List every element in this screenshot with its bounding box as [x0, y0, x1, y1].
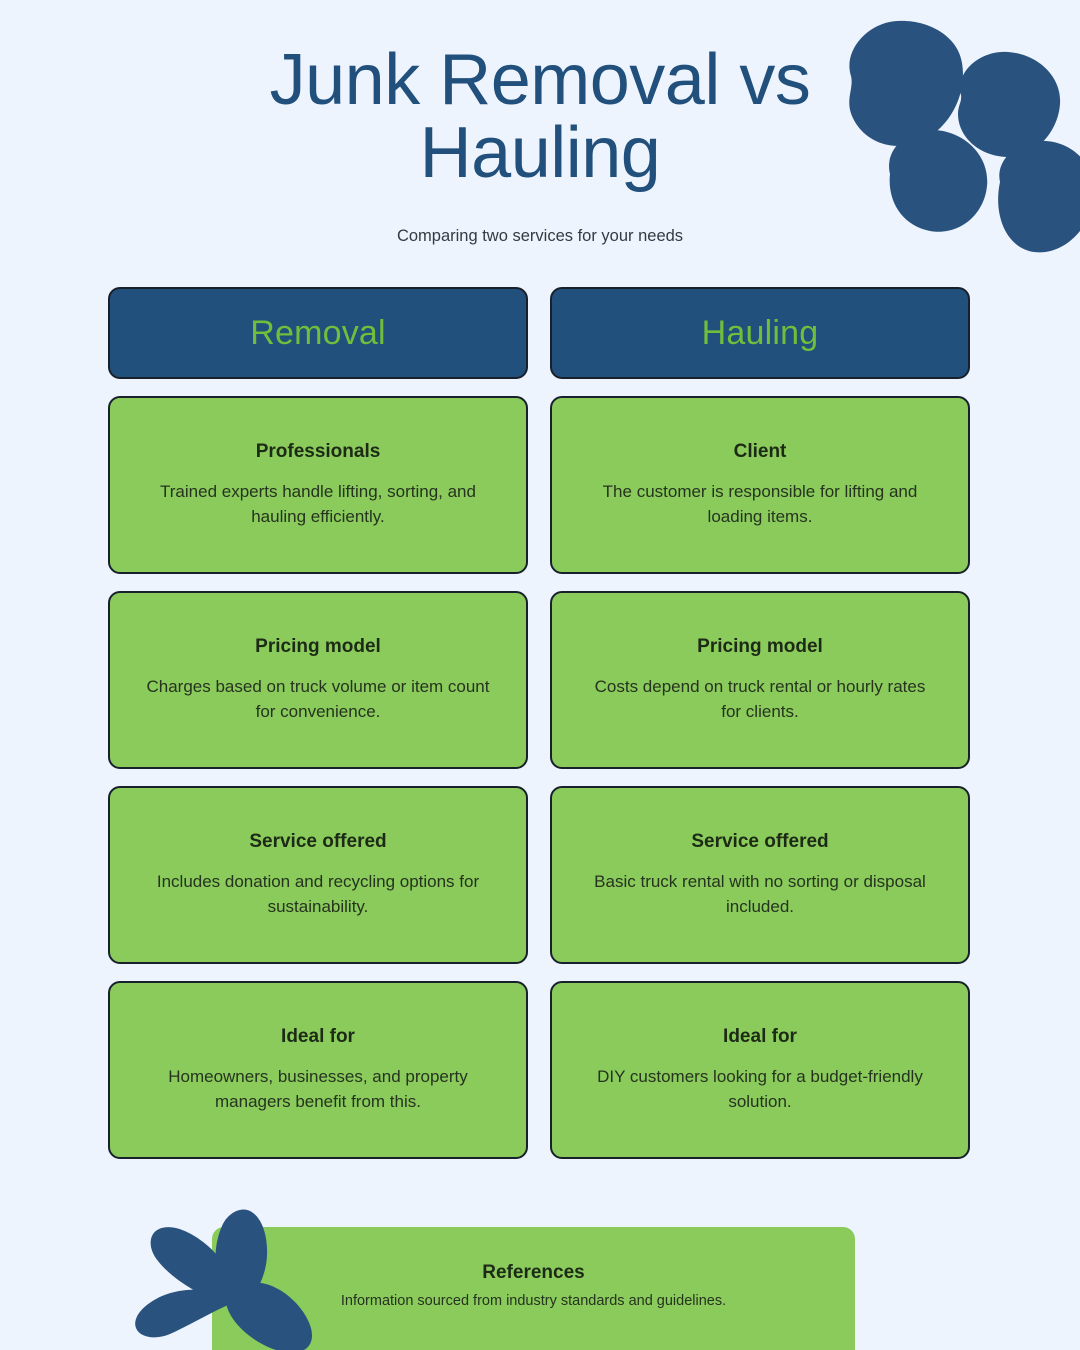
references-panel	[212, 1227, 855, 1350]
cell-title: Pricing model	[255, 635, 381, 657]
cell-title: Pricing model	[697, 635, 823, 657]
cell-description: DIY customers looking for a budget-frien…	[597, 1066, 923, 1112]
page-title: Junk Removal vs Hauling	[269, 40, 811, 194]
cell-title: Ideal for	[723, 1025, 797, 1047]
comparison-cell: Pricing model Charges based on truck vol…	[108, 591, 528, 769]
comparison-cell: Ideal for Homeowners, businesses, and pr…	[108, 981, 528, 1159]
cell-description: Basic truck rental with no sorting or di…	[594, 871, 926, 917]
column-header-label: Removal	[250, 313, 386, 352]
page-subtitle: Comparing two services for your needs	[396, 226, 684, 245]
cell-title: Client	[733, 440, 787, 462]
column-header-removal: Removal	[108, 287, 528, 379]
references-content: References Information sourced from indu…	[212, 1227, 855, 1350]
comparison-cell: Professionals Trained experts handle lif…	[108, 396, 528, 574]
references-title: References	[482, 1262, 585, 1283]
comparison-cell: Pricing model Costs depend on truck rent…	[550, 591, 970, 769]
cell-description: Charges based on truck volume or item co…	[146, 676, 490, 722]
page-header: Junk Removal vs Hauling Comparing two se…	[0, 40, 1080, 246]
references-description: Information sourced from industry standa…	[340, 1293, 727, 1309]
comparison-grid: Removal Hauling Professionals Trained ex…	[108, 287, 970, 1159]
cell-description: Includes donation and recycling options …	[156, 871, 480, 917]
cell-title: Professionals	[255, 440, 381, 462]
comparison-cell: Ideal for DIY customers looking for a bu…	[550, 981, 970, 1159]
cell-title: Service offered	[249, 830, 387, 852]
cell-description: Costs depend on truck rental or hourly r…	[594, 676, 926, 722]
cell-description: Trained experts handle lifting, sorting,…	[160, 481, 476, 527]
cell-title: Ideal for	[281, 1025, 355, 1047]
comparison-cell: Client The customer is responsible for l…	[550, 396, 970, 574]
comparison-cell: Service offered Includes donation and re…	[108, 786, 528, 964]
cell-description: The customer is responsible for lifting …	[602, 481, 918, 527]
comparison-cell: Service offered Basic truck rental with …	[550, 786, 970, 964]
column-header-hauling: Hauling	[550, 287, 970, 379]
cell-title: Service offered	[691, 830, 829, 852]
cell-description: Homeowners, businesses, and property man…	[168, 1066, 468, 1112]
column-header-label: Hauling	[701, 313, 819, 352]
